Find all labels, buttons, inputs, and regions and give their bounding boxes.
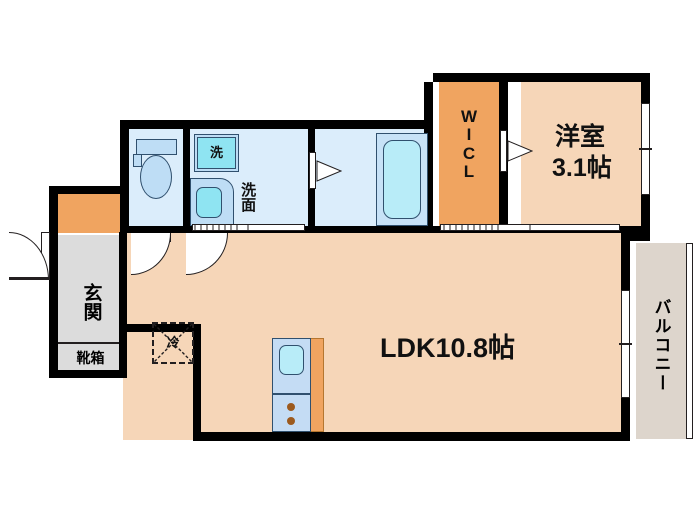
wicl-char-w: W bbox=[460, 107, 478, 126]
wall-hall-step-vert bbox=[193, 324, 201, 432]
ldk-label: LDK10.8帖 bbox=[380, 333, 516, 363]
wall-left-block-top bbox=[49, 186, 129, 194]
wall-outer-left bbox=[49, 186, 58, 378]
balcony-window-mullion bbox=[619, 343, 632, 345]
kitchen-sink-bowl bbox=[279, 345, 304, 375]
balcony-floor bbox=[636, 243, 686, 439]
balcony-label-text: バルコニー bbox=[651, 297, 671, 393]
wicl-floor bbox=[439, 82, 499, 230]
bathroom-entry-arrow-icon bbox=[316, 160, 342, 182]
wall-ldk-bottom bbox=[193, 432, 630, 441]
bedroom-sliding-door-hatch bbox=[443, 224, 531, 231]
wall-hall-step bbox=[119, 324, 201, 332]
wicl-label: W I C L bbox=[439, 107, 499, 182]
kitchen-counter-side bbox=[310, 338, 324, 432]
stove-burner-back bbox=[287, 417, 295, 425]
washbasin-label-text: 洗面 bbox=[239, 182, 257, 212]
genkan-label-text: 玄関 bbox=[80, 283, 102, 321]
bedroom-name-label: 洋室 bbox=[555, 123, 606, 151]
washing-machine-label: 洗 bbox=[209, 145, 223, 161]
genkan-label: 玄関 bbox=[58, 272, 123, 332]
wicl-char-c: C bbox=[462, 143, 476, 163]
washbasin-sink bbox=[196, 187, 222, 218]
refrigerator-label: 冷 bbox=[166, 335, 180, 351]
wicl-door-panel[interactable] bbox=[500, 130, 507, 172]
bathroom-door-panel[interactable] bbox=[309, 152, 316, 189]
wall-left-of-wicl bbox=[424, 82, 433, 232]
wall-top-right bbox=[433, 73, 650, 82]
wicl-entry-arrow-icon bbox=[507, 140, 533, 162]
stove-burner-front bbox=[287, 403, 295, 411]
gas-stove bbox=[272, 394, 311, 432]
wall-toilet-left bbox=[120, 120, 129, 233]
entrance-door-threshold bbox=[9, 277, 50, 280]
wicl-char-l: L bbox=[463, 162, 475, 182]
toilet-bowl bbox=[140, 155, 172, 199]
bedroom-size-label: 3.1帖 bbox=[552, 154, 612, 182]
toilet-tank bbox=[136, 139, 177, 155]
bathtub bbox=[383, 140, 421, 219]
refrigerator-marker-cross bbox=[153, 323, 193, 363]
washbasin-sliding-door-hatch bbox=[194, 224, 249, 231]
balcony-outer-trim bbox=[686, 243, 693, 439]
wall-toilet-right bbox=[183, 128, 190, 233]
wall-genkan-right bbox=[119, 232, 127, 372]
shoe-cabinet-divider bbox=[58, 342, 123, 344]
toilet-flush-lever bbox=[133, 154, 142, 167]
washing-machine-body bbox=[197, 137, 236, 169]
shoe-cabinet-label-text: 靴箱 bbox=[76, 350, 105, 366]
wall-balcony-top bbox=[621, 232, 650, 241]
washbasin-label: 洗面 bbox=[237, 182, 257, 212]
bedroom-window-mullion bbox=[639, 148, 652, 150]
wall-top-wet bbox=[120, 120, 433, 129]
wall-genkan-bottom bbox=[49, 370, 127, 378]
upper-storage-orange bbox=[58, 193, 123, 233]
refrigerator-marker bbox=[152, 322, 194, 364]
bedroom-floor bbox=[521, 82, 643, 230]
wicl-char-i: I bbox=[466, 125, 472, 145]
shoe-cabinet-floor bbox=[58, 343, 123, 371]
balcony-label: バルコニー bbox=[636, 270, 686, 420]
shoe-cabinet-label: 靴箱 bbox=[58, 345, 123, 371]
